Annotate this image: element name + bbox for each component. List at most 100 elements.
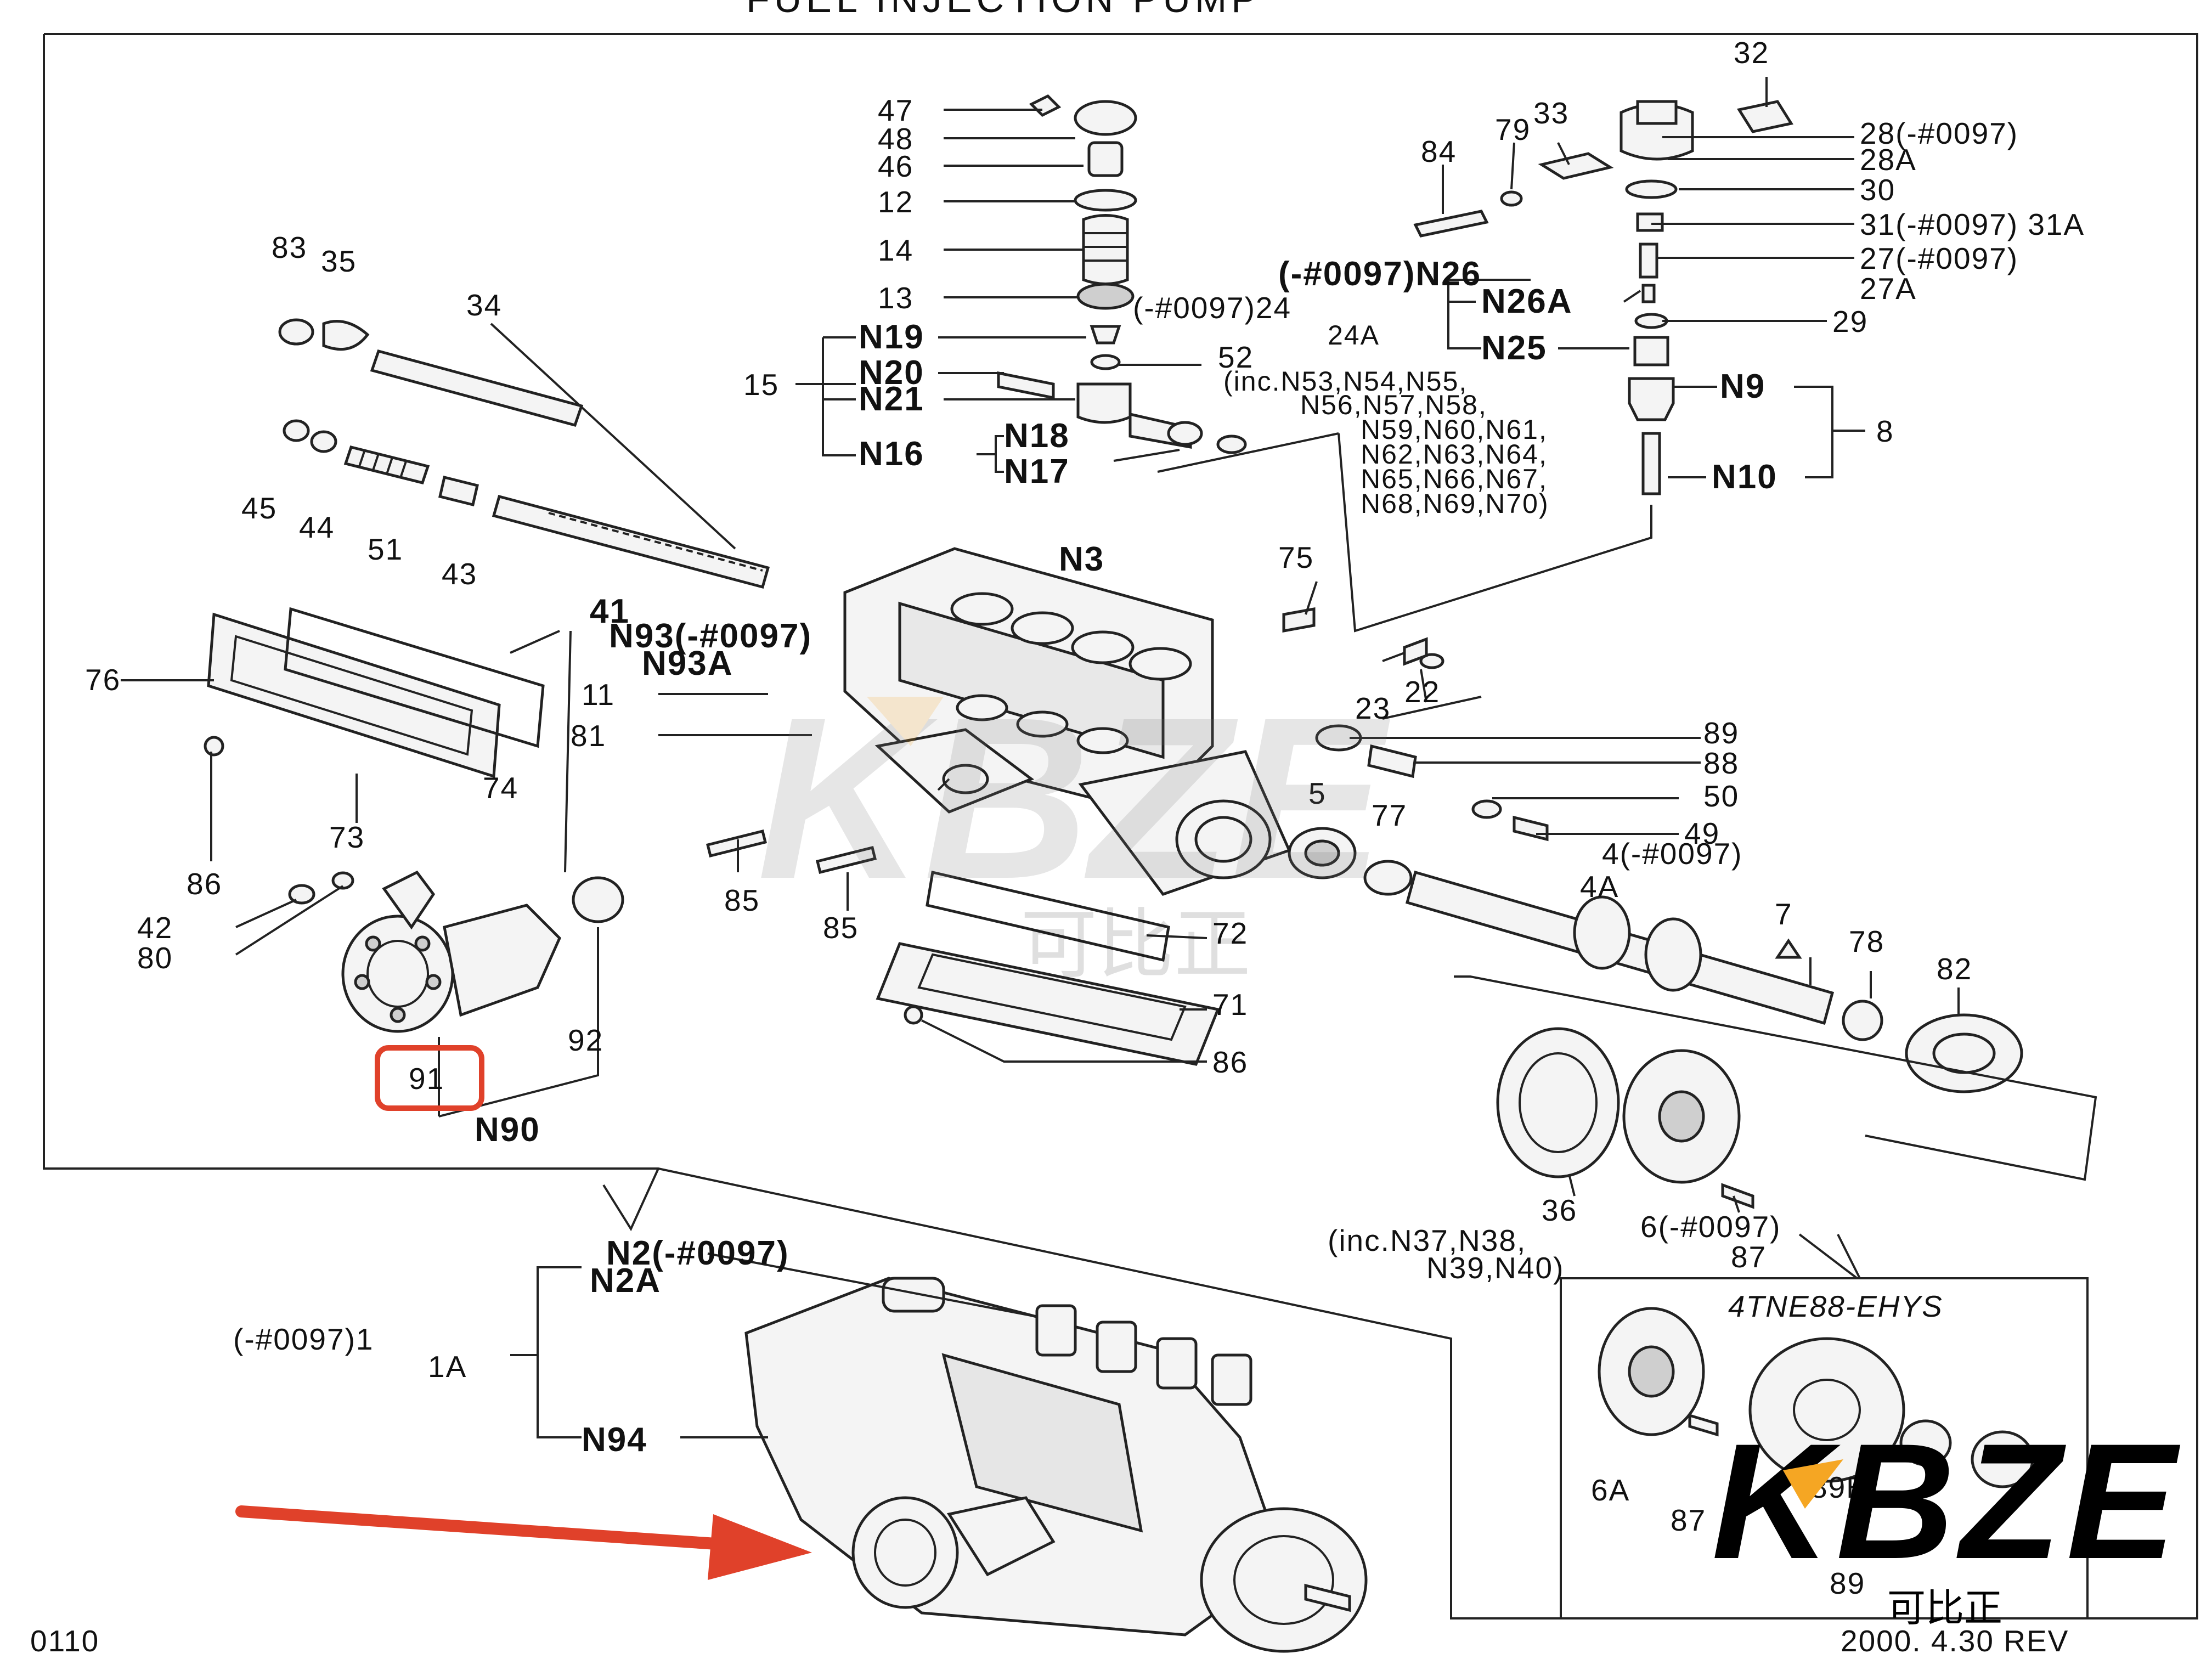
label-24a: 24A (1328, 320, 1380, 351)
label-n25: N25 (1481, 329, 1547, 367)
label-15: 15 (743, 368, 779, 402)
label-44: 44 (299, 510, 335, 544)
label-89: 89 (1703, 716, 1739, 750)
label-36-inc-1: N39,N40) (1426, 1251, 1564, 1285)
label-31: 31(-#0097) 31A (1860, 207, 2085, 241)
control-rack-parts (278, 318, 770, 589)
label-n18: N18 (1004, 417, 1070, 455)
label-n16: N16 (859, 435, 924, 473)
label-73: 73 (329, 820, 365, 854)
revision-date: 2000. 4.30 REV (1841, 1624, 2069, 1658)
label-1: (-#0097)1 (233, 1322, 374, 1356)
label-92: 92 (568, 1023, 603, 1057)
label-36: 36 (1542, 1193, 1577, 1227)
label-50: 50 (1703, 779, 1739, 813)
label-75: 75 (1278, 540, 1314, 574)
brand-logo: KBZE 可比正 (1712, 1409, 2176, 1630)
label-28a: 28A (1860, 143, 1917, 177)
label-24: (-#0097)24 (1133, 291, 1291, 325)
page-code: 0110 (30, 1624, 99, 1658)
label-81: 81 (571, 719, 606, 753)
label-33: 33 (1533, 96, 1569, 130)
label-87a: 87 (1731, 1240, 1767, 1274)
cover-parts (204, 607, 545, 778)
label-76: 76 (85, 663, 121, 697)
label-23: 23 (1355, 691, 1391, 725)
label-52: 52 (1218, 340, 1254, 374)
label-45: 45 (241, 491, 277, 525)
label-29: 29 (1832, 304, 1868, 338)
label-13: 13 (878, 281, 913, 315)
label-89c: 89 (1830, 1566, 1865, 1600)
leader-lines (121, 77, 2097, 1438)
main-frame (43, 33, 2198, 1620)
label-52-inc-4: N65,N66,N67, (1361, 464, 1548, 494)
label-27: 27(-#0097) (1860, 241, 2018, 275)
label-47: 47 (878, 93, 913, 127)
label-22: 22 (1404, 675, 1440, 709)
gaskets (876, 870, 1754, 1209)
label-5: 5 (1308, 776, 1327, 810)
label-51: 51 (368, 532, 403, 566)
label-52-inc-2: N59,N60,N61, (1361, 414, 1548, 445)
ehys-parts (1598, 1307, 2034, 1488)
assembled-pump (744, 1277, 1368, 1653)
label-30: 30 (1860, 173, 1895, 207)
label-49: 49 (1684, 816, 1720, 850)
watermark-chinese: 可比正 (1020, 900, 1251, 990)
label-52-inc-3: N62,N63,N64, (1361, 439, 1548, 470)
label-4: 4(-#0097) (1602, 837, 1742, 871)
diagram-title: FUEL INJECTION PUMP (746, 0, 1261, 20)
label-79: 79 (1495, 112, 1531, 146)
label-52-inc-1: N56,N57,N58, (1300, 390, 1487, 420)
label-48: 48 (878, 122, 913, 156)
label-n94: N94 (582, 1421, 647, 1459)
label-74: 74 (483, 771, 518, 805)
label-85a: 85 (724, 883, 760, 917)
label-n3: N3 (1059, 540, 1104, 578)
label-52-inc-5: N68,N69,N70) (1361, 488, 1549, 519)
label-n10: N10 (1712, 458, 1778, 496)
label-n26: (-#0097)N26 (1278, 255, 1481, 293)
callout-labels: 47 48 46 12 14 13 (-#0097)24 24A 52 (inc… (30, 36, 2085, 1658)
part-91-highlight (375, 1045, 484, 1111)
label-36-inc-0: (inc.N37,N38, (1328, 1223, 1526, 1257)
watermark-center: KBZE (757, 670, 1392, 927)
label-77: 77 (1372, 798, 1407, 832)
label-34: 34 (466, 288, 502, 322)
label-86b: 86 (1212, 1045, 1248, 1079)
label-n19: N19 (859, 318, 924, 356)
label-32: 32 (1734, 36, 1769, 70)
label-46: 46 (878, 149, 913, 183)
label-84: 84 (1421, 134, 1457, 168)
label-42: 42 (137, 911, 173, 945)
label-83: 83 (272, 230, 307, 264)
label-7: 7 (1775, 897, 1793, 931)
label-n17: N17 (1004, 453, 1070, 490)
label-87b: 87 (1671, 1503, 1706, 1537)
label-27a: 27A (1860, 272, 1917, 306)
label-4a: 4A (1580, 870, 1619, 904)
governor-parts (997, 94, 1247, 454)
label-88: 88 (1703, 746, 1739, 780)
feed-pump (288, 829, 877, 1033)
label-6: 6(-#0097) (1640, 1210, 1781, 1244)
label-n26a: N26A (1481, 283, 1573, 320)
label-78: 78 (1849, 924, 1884, 958)
label-n90: N90 (475, 1111, 540, 1149)
label-72: 72 (1212, 916, 1248, 950)
label-n93a: N93A (642, 645, 733, 682)
camshaft (1405, 870, 2023, 1093)
label-43: 43 (442, 557, 477, 591)
delivery-valve-parts (1413, 100, 1794, 495)
label-n2: N2(-#0097) (606, 1234, 789, 1272)
label-71: 71 (1212, 988, 1248, 1022)
label-91: 91 (409, 1062, 444, 1096)
label-82: 82 (1937, 952, 1972, 986)
pointer-arrow (235, 1505, 812, 1580)
label-1a: 1A (428, 1350, 467, 1384)
pump-housing (843, 547, 1549, 896)
label-n21: N21 (859, 380, 924, 418)
brand-logo-chinese: 可比正 (1887, 1585, 2002, 1630)
label-6a: 6A (1591, 1473, 1630, 1507)
